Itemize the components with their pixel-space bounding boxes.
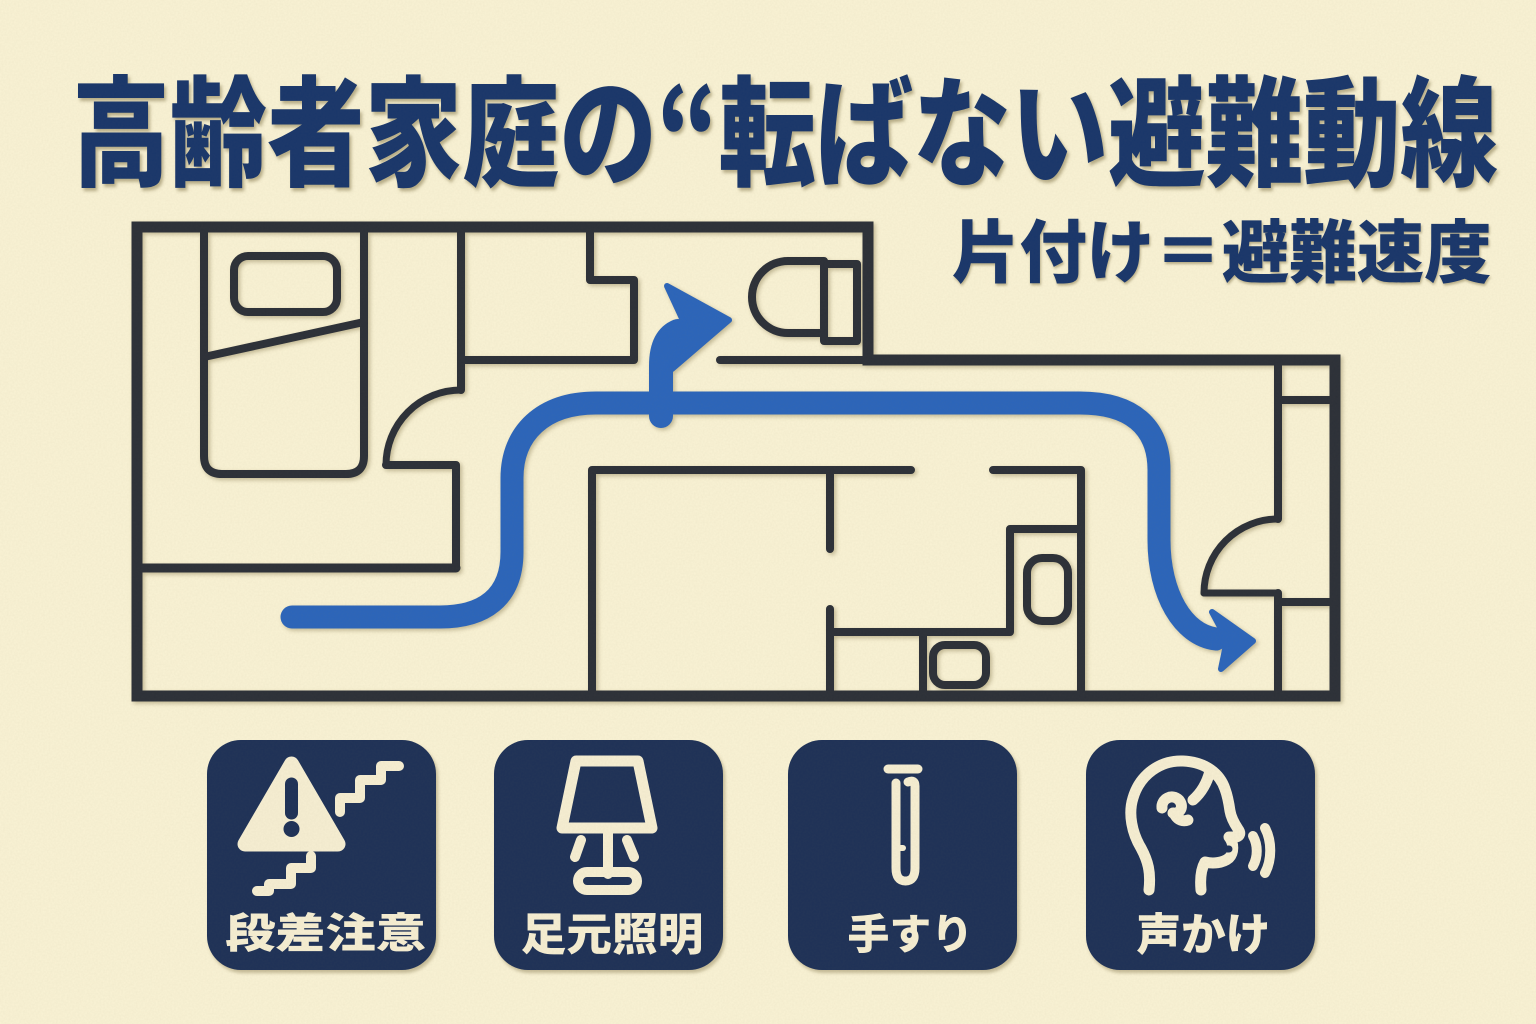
card-label-glyphs — [849, 913, 967, 953]
card-handrail: 手すり — [788, 740, 1017, 970]
card-steps-warning: 段差注意 — [207, 740, 436, 970]
card-foot-lighting: 足元照明 — [494, 740, 723, 970]
card-voice-callout: 声かけ — [1086, 740, 1315, 970]
card-label-glyphs — [1137, 911, 1267, 956]
card-label-glyphs — [522, 912, 701, 956]
card-label-glyphs — [226, 912, 425, 953]
